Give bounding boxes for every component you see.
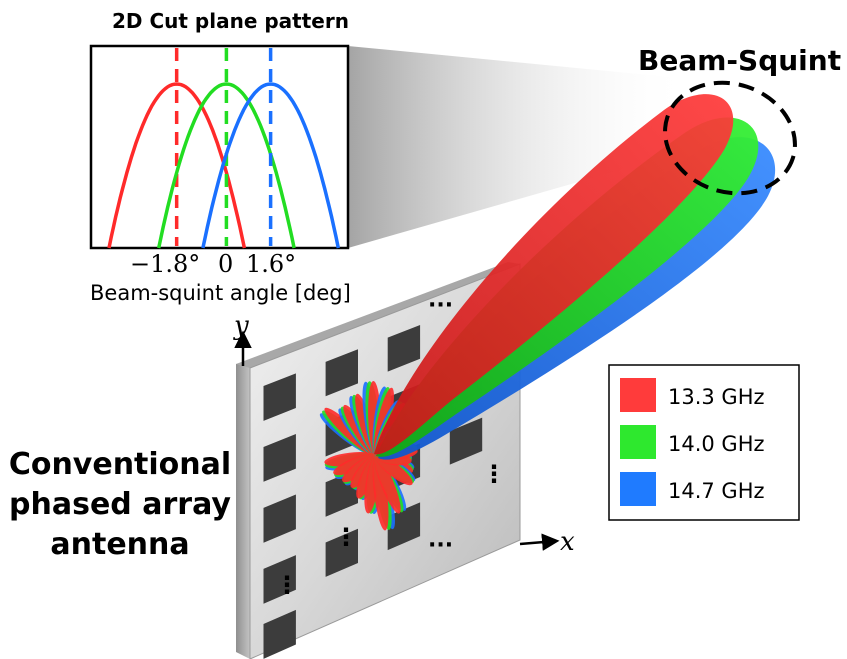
- dots-left: ⋮: [275, 571, 299, 599]
- legend-label-14-0ghz: 14.0 GHz: [668, 432, 765, 456]
- inset-curve: [107, 82, 247, 249]
- antenna-caption-line-3: antenna: [50, 527, 189, 562]
- inset-tick-zero: 0: [218, 250, 233, 278]
- panel-top-edge: [236, 262, 520, 368]
- dots-top-right: ···: [428, 293, 453, 318]
- coordinate-axes: y x: [233, 311, 575, 557]
- inset-plot: 2D Cut plane pattern −1.8° 0 1.6° Beam-s…: [89, 9, 351, 305]
- legend-swatch-14-7ghz: [620, 472, 656, 506]
- beam-squint-ellipse: [663, 80, 797, 196]
- antenna-element: [325, 349, 358, 397]
- antenna-element: [263, 373, 296, 421]
- legend-label-14-7ghz: 14.7 GHz: [668, 479, 765, 503]
- x-axis-label: x: [560, 527, 575, 557]
- y-axis-label: y: [233, 311, 249, 341]
- dots-right: ⋮: [482, 460, 506, 488]
- antenna-element: [387, 502, 421, 551]
- beam-patterns: [319, 94, 776, 531]
- antenna-caption-line-1: Conventional: [9, 447, 231, 482]
- main-beam-13-3ghz: [374, 94, 734, 455]
- antenna-element: [263, 433, 296, 482]
- antenna-caption: Conventional phased array antenna: [9, 447, 232, 562]
- dots-bottom: ···: [428, 533, 453, 558]
- legend: 13.3 GHz 14.0 GHz 14.7 GHz: [608, 364, 800, 521]
- inset-tick-neg: −1.8°: [130, 250, 200, 278]
- antenna-element: [263, 494, 296, 543]
- side-lobe: [374, 455, 401, 514]
- side-lobe: [372, 455, 389, 531]
- antenna-element: [387, 325, 421, 372]
- legend-swatch-13-3ghz: [620, 378, 656, 412]
- zoom-cone: [348, 46, 690, 248]
- antenna-element: [263, 609, 296, 659]
- inset-tick-pos: 1.6°: [246, 250, 296, 278]
- inset-xlabel: Beam-squint angle [deg]: [90, 281, 351, 305]
- antenna-element: [449, 417, 483, 465]
- inset-title: 2D Cut plane pattern: [112, 9, 349, 33]
- antenna-element: [325, 528, 358, 577]
- panel-dots: ··· ⋮ ⋮ ··· ⋮: [275, 293, 506, 599]
- antenna-caption-line-2: phased array: [9, 487, 231, 522]
- panel-side: [236, 362, 250, 659]
- inset-curve: [201, 82, 341, 249]
- antenna-element: [263, 555, 296, 604]
- inset-curves: [107, 48, 341, 249]
- legend-label-13-3ghz: 13.3 GHz: [668, 385, 765, 409]
- beam-squint-label: Beam-Squint: [638, 44, 841, 77]
- dots-middle: ⋮: [334, 523, 358, 551]
- x-axis: [519, 533, 560, 551]
- legend-swatch-14-0ghz: [620, 425, 656, 459]
